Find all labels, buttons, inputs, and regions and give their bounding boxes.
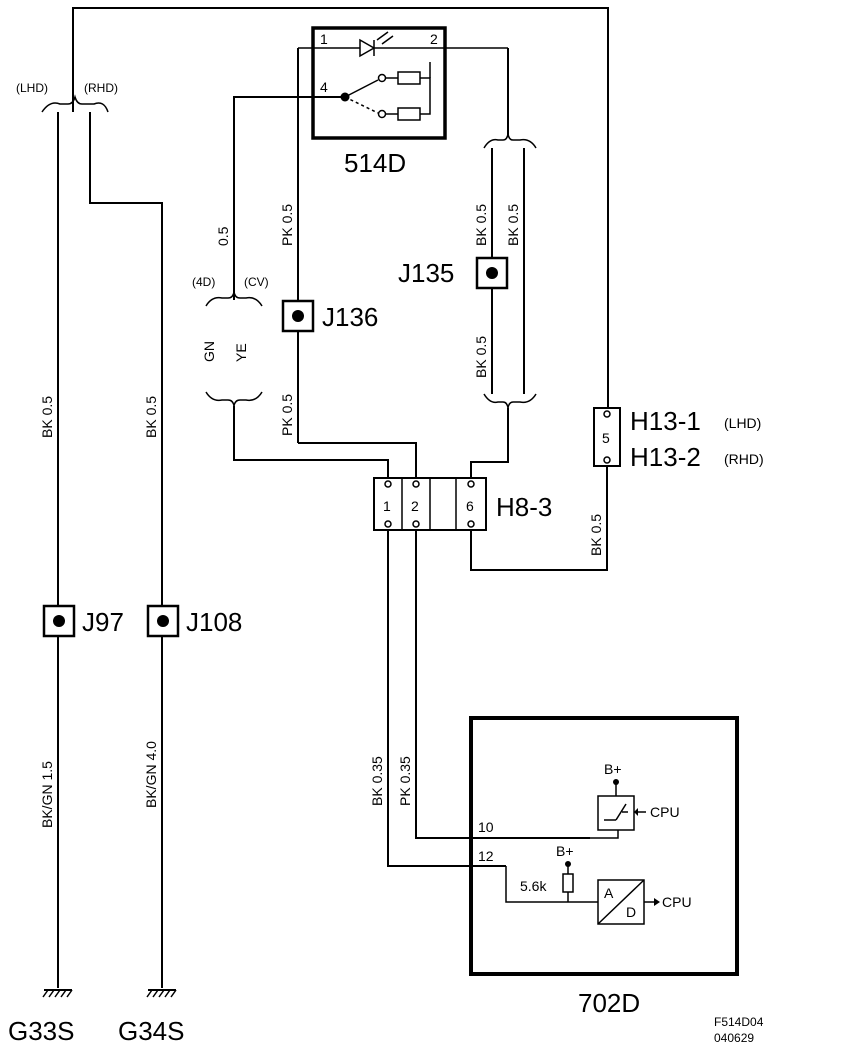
variant-label-cv: (CV) (244, 275, 269, 289)
wire-label-to702-bk: BK 0.35 (369, 756, 385, 806)
junction-label-j136: J136 (322, 302, 378, 332)
connector-tag-h13-1: (LHD) (724, 415, 761, 431)
connector-h8-3: 1 2 6 H8-3 (373, 477, 552, 531)
wire-pin4 (233, 96, 345, 300)
led-icon (359, 38, 376, 58)
wire-label-bk-upper-1: BK 0.5 (473, 204, 489, 246)
wire-label-ye: YE (233, 343, 249, 362)
input-buffer-icon (597, 795, 635, 831)
ground-symbol-g34s: G34S (118, 989, 185, 1046)
variant-brace-4d-cv-top (205, 291, 263, 307)
wire-label-lhd-upper: BK 0.5 (39, 396, 55, 438)
module-bplus-2: B+ (556, 843, 574, 859)
connector-label-h13-1: H13-1 (630, 406, 701, 436)
module-702d: 10 12 B+ CPU B+ 5.6k A D CPU 702D (469, 716, 739, 1018)
wire-label-bk-upper-2: BK 0.5 (505, 204, 521, 246)
connector-h13: 5 H13-1 (LHD) H13-2 (RHD) (593, 406, 764, 472)
connector-h8-pin-2: 2 (411, 498, 419, 514)
ground-symbol-g33s: G33S (8, 989, 75, 1046)
module-cpu-1: CPU (650, 804, 680, 820)
wire-rhd-ground (89, 112, 163, 988)
resistor-icon (397, 107, 421, 121)
module-resistor-value: 5.6k (520, 878, 547, 894)
switch-label-514d: 514D (344, 148, 406, 178)
wire-pin4-to-h8 (233, 406, 389, 478)
variant-brace-bk-bottom (483, 393, 537, 409)
ground-label-g34s: G34S (118, 1016, 185, 1046)
resistor-icon (397, 71, 421, 85)
wire-label-pk-upper: PK 0.5 (279, 204, 295, 246)
switch-514d: 1 2 4 514D (298, 26, 508, 178)
module-bplus-1: B+ (604, 761, 622, 777)
wire-h13-to-h8 (470, 466, 608, 571)
junction-j135: J135 (398, 256, 509, 290)
module-adc-d: D (626, 904, 636, 920)
connector-tag-h13-2: (RHD) (724, 451, 764, 467)
wire-label-pk-lower: PK 0.5 (279, 394, 295, 436)
connector-label-h13-2: H13-2 (630, 442, 701, 472)
connector-h8-pin-6: 6 (466, 498, 474, 514)
connector-h8-pin-1: 1 (383, 498, 391, 514)
wire-pk-to-702d (415, 530, 590, 839)
wire-label-lhd-lower: BK/GN 1.5 (39, 761, 55, 828)
wire-label-to702-pk: PK 0.35 (397, 756, 413, 806)
module-pin-12: 12 (478, 848, 494, 864)
wire-top-loop (72, 7, 609, 408)
date-code: 040629 (714, 1031, 754, 1045)
module-cpu-2: CPU (662, 894, 692, 910)
wire-label-h13: BK 0.5 (588, 514, 604, 556)
variant-brace-4d-cv-bottom (205, 391, 263, 407)
switch-pin-2: 2 (430, 31, 438, 47)
pullup-resistor-icon (562, 873, 574, 893)
wire-label-rhd-upper: BK 0.5 (143, 396, 159, 438)
variant-brace-bk-top (483, 133, 537, 149)
connector-h13-pin: 5 (602, 430, 610, 446)
figure-id: F514D04 (714, 1015, 764, 1029)
wire-label-bk-lower: BK 0.5 (473, 336, 489, 378)
variant-label-lhd: (LHD) (16, 81, 48, 95)
junction-j108: J108 (146, 604, 242, 638)
wire-label-gn: GN (201, 341, 217, 362)
module-label-702d: 702D (578, 988, 640, 1018)
switch-pin-4: 4 (320, 79, 328, 95)
module-pin-10: 10 (478, 819, 494, 835)
wire-label-pin4-size: 0.5 (215, 226, 231, 246)
junction-label-j108: J108 (186, 607, 242, 637)
junction-j136: J136 (281, 299, 378, 333)
switch-pin-1: 1 (320, 31, 328, 47)
module-adc-a: A (604, 885, 614, 901)
wire-bk-to-h8 (470, 408, 509, 478)
variant-brace-lhd-rhd (41, 94, 109, 113)
variant-label-4d: (4D) (192, 275, 215, 289)
wire-pk-to-h8 (298, 442, 417, 478)
junction-j97: J97 (42, 604, 124, 638)
ground-label-g33s: G33S (8, 1016, 75, 1046)
variant-label-rhd: (RHD) (84, 81, 118, 95)
junction-label-j135: J135 (398, 258, 454, 288)
wire-label-rhd-lower: BK/GN 4.0 (143, 741, 159, 808)
wire-bk-to-702d (387, 530, 506, 867)
junction-label-j97: J97 (82, 607, 124, 637)
connector-label-h8-3: H8-3 (496, 492, 552, 522)
